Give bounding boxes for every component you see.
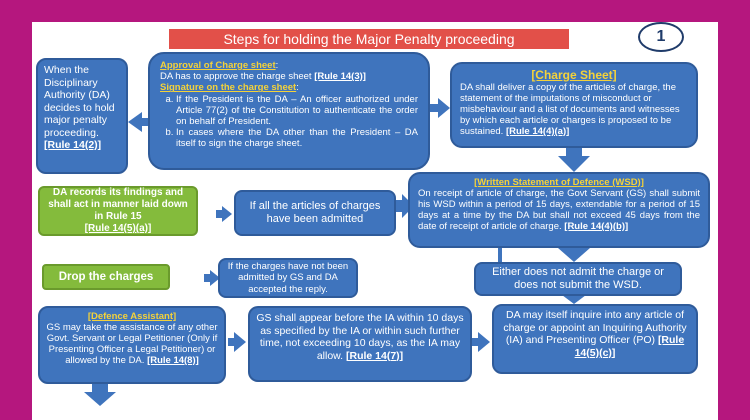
not-admitted-box: If the charges have not been admitted by…: [218, 258, 358, 298]
signature-heading: Signature on the charge sheet: [160, 82, 297, 94]
slide-title: Steps for holding the Major Penalty proc…: [169, 29, 569, 49]
arrow-approval-to-chargesheet: [430, 98, 450, 118]
da-records-text: DA records its findings and shall act in…: [48, 187, 188, 222]
approval-line: DA has to approve the charge sheet: [160, 71, 312, 83]
arrow-not-admitted-to-drop: [204, 270, 220, 286]
arrow-all-admitted-to-records: [216, 206, 232, 222]
arrow-gs-appear-to-defence: [228, 332, 246, 352]
da-records-box: DA records its findings and shall act in…: [38, 186, 198, 236]
arrow-wsd-to-all-admitted: [396, 194, 414, 218]
arrow-start-to-approval: [128, 112, 148, 132]
defence-text: GS may take the assistance of any other …: [46, 322, 218, 366]
gs-appear-rule: [Rule 14(7)]: [346, 349, 404, 362]
approval-heading: Approval of Charge sheet: [160, 60, 276, 71]
drop-charges-text: Drop the charges: [58, 271, 154, 283]
gs-appear-box: GS shall appear before the IA within 10 …: [248, 306, 472, 382]
charge-sheet-rule: [Rule 14(4)(a)]: [505, 126, 570, 137]
either-box: Either does not admit the charge or does…: [474, 262, 682, 296]
gs-appear-text: GS shall appear before the IA within 10 …: [256, 312, 464, 362]
charge-sheet-text: DA shall deliver a copy of the articles …: [460, 82, 680, 137]
signature-item-a: If the President is the DA – An officer …: [176, 94, 418, 128]
defence-rule: [Rule 14(8)]: [147, 355, 199, 366]
arrow-chargesheet-to-wsd: [558, 146, 590, 172]
approval-rule: [Rule 14(3)]: [314, 71, 366, 83]
charge-sheet-box: [Charge Sheet] DA shall deliver a copy o…: [450, 62, 698, 148]
all-admitted-text: If all the articles of charges have been…: [249, 200, 381, 225]
either-text: Either does not admit the charge or does…: [492, 266, 664, 291]
slide: Steps for holding the Major Penalty proc…: [32, 22, 718, 420]
wsd-heading: [Written Statement of Defence (WSD)]: [474, 177, 644, 188]
approval-box: Approval of Charge sheet: DA has to appr…: [148, 52, 430, 170]
wsd-rule: [Rule 14(4)(b)]: [564, 221, 629, 232]
wsd-box: [Written Statement of Defence (WSD)] On …: [408, 172, 710, 248]
page-number: 1: [638, 22, 684, 52]
defence-heading: [Defence Assistant]: [87, 311, 177, 322]
defence-assistant-box: [Defence Assistant] GS may take the assi…: [38, 306, 226, 384]
inquire-box: DA may itself inquire into any article o…: [492, 304, 698, 374]
start-box: When the Disciplinary Authority (DA) dec…: [36, 58, 128, 174]
inquire-rule: [Rule 14(5)(c)]: [574, 334, 685, 359]
drop-charges-box: Drop the charges: [42, 264, 170, 290]
all-admitted-box: If all the articles of charges have been…: [234, 190, 396, 236]
start-rule: [Rule 14(2)]: [44, 139, 102, 151]
signature-item-b: In cases where the DA other than the Pre…: [176, 127, 418, 149]
arrow-inquire-to-gs-appear: [472, 332, 490, 352]
inquire-text: DA may itself inquire into any article o…: [503, 309, 687, 346]
not-admitted-text: If the charges have not been admitted by…: [227, 261, 349, 295]
start-text: When the Disciplinary Authority (DA) dec…: [44, 64, 115, 139]
arrow-defence-down: [84, 384, 116, 406]
charge-sheet-heading: [Charge Sheet]: [531, 68, 617, 82]
da-records-rule: [Rule 14(5)(a)]: [84, 223, 152, 234]
wsd-text: On receipt of article of charge, the Gov…: [418, 188, 700, 232]
